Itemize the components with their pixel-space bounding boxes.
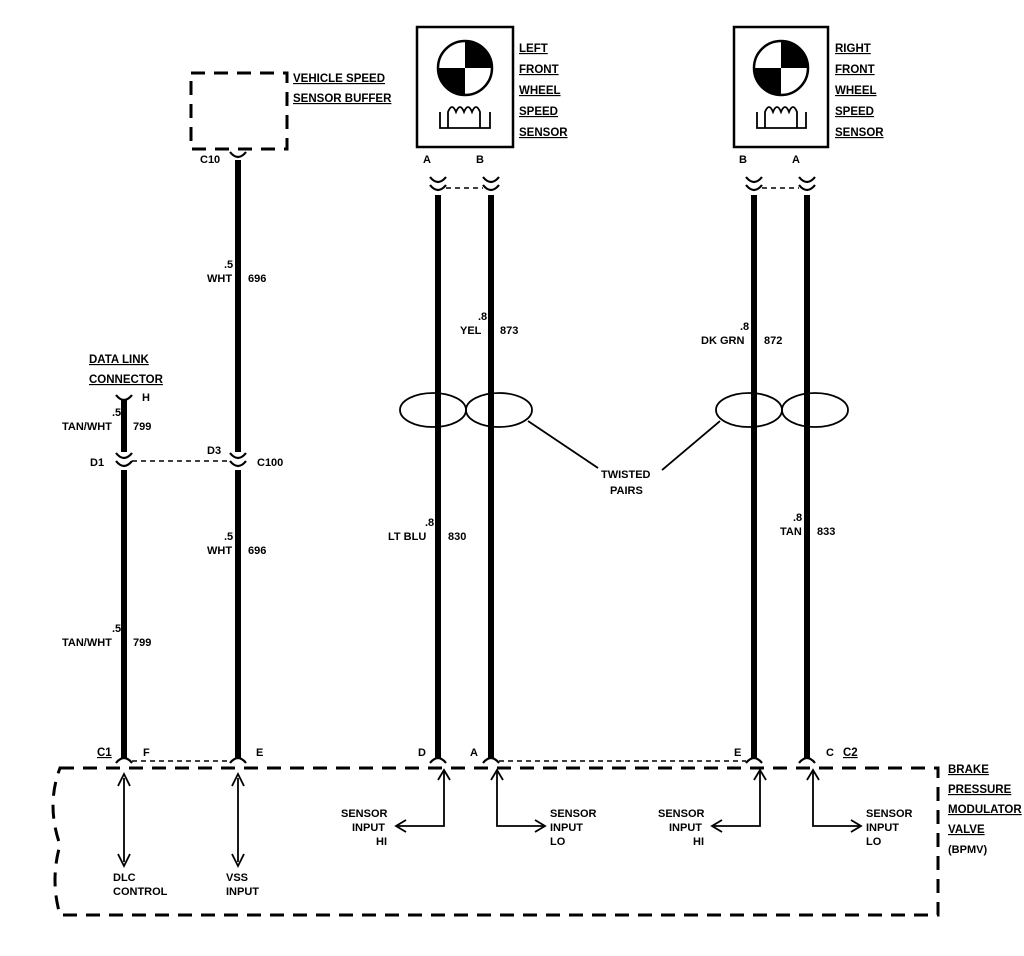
- right-sensor-symbol: [752, 39, 810, 129]
- w830-circuit: 830: [448, 531, 466, 543]
- right-sensor-pin-b: B: [739, 154, 747, 166]
- right-lo-label-2: INPUT: [866, 822, 899, 834]
- right-sensor-title-5: SENSOR: [835, 127, 884, 139]
- left-sensor-title-4: SPEED: [519, 106, 558, 118]
- vss-buffer-title-1: VEHICLE SPEED: [293, 73, 385, 85]
- right-lo-label-3: LO: [866, 836, 882, 848]
- w696-bot-circuit: 696: [248, 545, 266, 557]
- connector-d3-label: D3: [207, 445, 221, 457]
- left-sensor-title-5: SENSOR: [519, 127, 568, 139]
- twisted-pairs-label-2: PAIRS: [610, 485, 643, 497]
- twisted-pairs-label-1: TWISTED: [601, 469, 651, 481]
- left-sensor-pin-b: B: [476, 154, 484, 166]
- left-hi-label-1: SENSOR: [341, 808, 388, 820]
- dlc-control-label-2: CONTROL: [113, 886, 168, 898]
- sensor-connector-terminals: [429, 176, 816, 192]
- twisted-pair-markers: [399, 392, 849, 471]
- left-sensor-title-2: FRONT: [519, 64, 559, 76]
- connector-c100-label: C100: [257, 457, 283, 469]
- w873-circuit: 873: [500, 325, 518, 337]
- left-hi-label-2: INPUT: [352, 822, 385, 834]
- right-lo-label-1: SENSOR: [866, 808, 913, 820]
- left-sensor-pin-a: A: [423, 154, 431, 166]
- right-sensor-title-3: WHEEL: [835, 85, 877, 97]
- w799-bot-circuit: 799: [133, 637, 151, 649]
- connector-c10-label: C10: [200, 154, 220, 166]
- bpmv-pin-f: F: [143, 747, 150, 759]
- bpmv-pin-e-vss: E: [256, 747, 263, 759]
- w696-top-color: WHT: [207, 273, 232, 285]
- connector-c1-label: C1: [97, 747, 112, 759]
- bpmv-signal-arrows: [117, 768, 863, 869]
- dlc-title-1: DATA LINK: [89, 354, 150, 366]
- bpmv-pin-c: C: [826, 747, 834, 759]
- connector-c2-label: C2: [843, 747, 858, 759]
- w833-gauge: .8: [793, 512, 802, 524]
- left-hi-label-3: HI: [376, 836, 387, 848]
- w872-circuit: 872: [764, 335, 782, 347]
- dlc-pin-h: H: [142, 392, 150, 404]
- vss-buffer-box: [189, 71, 289, 151]
- w873-color: YEL: [460, 325, 482, 337]
- vss-input-label-1: VSS: [226, 872, 248, 884]
- w872-color: DK GRN: [701, 335, 744, 347]
- bpmv-title-5: (BPMV): [948, 844, 987, 856]
- left-sensor-title-3: WHEEL: [519, 85, 561, 97]
- bpmv-pin-a: A: [470, 747, 478, 759]
- dlc-terminal-h: [115, 394, 133, 402]
- right-hi-label-2: INPUT: [669, 822, 702, 834]
- w799-bot-color: TAN/WHT: [62, 637, 112, 649]
- vss-buffer-title-2: SENSOR BUFFER: [293, 93, 392, 105]
- left-sensor-title-1: LEFT: [519, 43, 548, 55]
- w799-top-gauge: .5: [112, 407, 121, 419]
- left-lo-label-3: LO: [550, 836, 566, 848]
- left-lo-label-2: INPUT: [550, 822, 583, 834]
- left-sensor-symbol: [436, 39, 494, 129]
- w833-color: TAN: [780, 526, 802, 538]
- c10-terminal: [229, 151, 247, 159]
- left-lo-label-1: SENSOR: [550, 808, 597, 820]
- bpmv-connector-terminals: [115, 756, 816, 764]
- w872-gauge: .8: [740, 321, 749, 333]
- right-sensor-box: [732, 25, 830, 149]
- w830-gauge: .8: [425, 517, 434, 529]
- bpmv-box: [51, 766, 940, 917]
- w799-top-color: TAN/WHT: [62, 421, 112, 433]
- w696-bot-gauge: .5: [224, 531, 233, 543]
- w830-color: LT BLU: [388, 531, 426, 543]
- w873-gauge: .8: [478, 311, 487, 323]
- right-hi-label-1: SENSOR: [658, 808, 705, 820]
- c100-terminals: [115, 452, 247, 468]
- w799-top-circuit: 799: [133, 421, 151, 433]
- dlc-control-label-1: DLC: [113, 872, 136, 884]
- dlc-title-2: CONNECTOR: [89, 374, 164, 386]
- bpmv-title-3: MODULATOR: [948, 804, 1022, 816]
- bpmv-title-1: BRAKE: [948, 764, 989, 776]
- right-sensor-title-1: RIGHT: [835, 43, 871, 55]
- w696-bot-color: WHT: [207, 545, 232, 557]
- w696-top-gauge: .5: [224, 259, 233, 271]
- right-hi-label-3: HI: [693, 836, 704, 848]
- bpmv-pin-d: D: [418, 747, 426, 759]
- bpmv-title-4: VALVE: [948, 824, 985, 836]
- w696-top-circuit: 696: [248, 273, 266, 285]
- vss-input-label-2: INPUT: [226, 886, 259, 898]
- wires: [121, 160, 810, 758]
- bpmv-title-2: PRESSURE: [948, 784, 1012, 796]
- w799-bot-gauge: .5: [112, 623, 121, 635]
- right-sensor-title-4: SPEED: [835, 106, 874, 118]
- connector-d1-label: D1: [90, 457, 104, 469]
- right-sensor-pin-a: A: [792, 154, 800, 166]
- right-sensor-title-2: FRONT: [835, 64, 875, 76]
- bpmv-pin-e-right: E: [734, 747, 741, 759]
- left-sensor-box: [415, 25, 515, 149]
- w833-circuit: 833: [817, 526, 835, 538]
